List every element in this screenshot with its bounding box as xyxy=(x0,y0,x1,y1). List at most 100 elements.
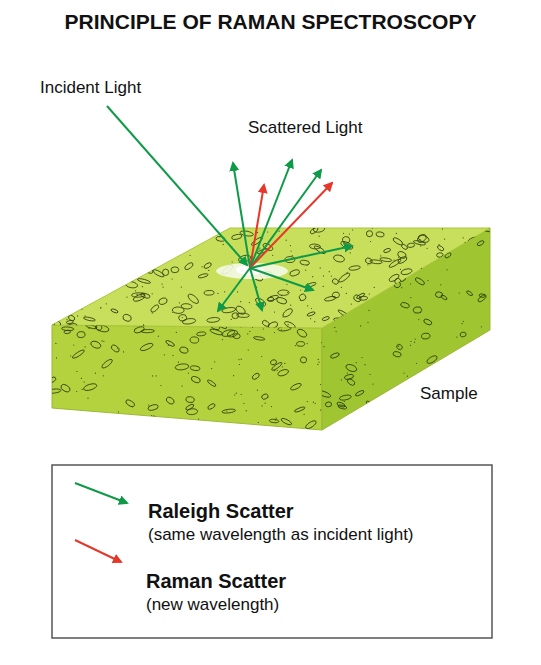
texture-dot xyxy=(142,286,143,287)
legend-text: Raman Scatter xyxy=(146,570,476,593)
texture-ellipse xyxy=(300,356,307,363)
texture-dot xyxy=(95,373,96,374)
texture-dot xyxy=(439,265,440,266)
texture-ellipse xyxy=(397,306,407,313)
legend xyxy=(52,465,492,638)
texture-dot xyxy=(183,244,184,245)
texture-ellipse xyxy=(61,327,73,331)
texture-ellipse xyxy=(207,317,220,323)
legend-box xyxy=(52,465,492,638)
texture-dot xyxy=(152,375,153,376)
texture-dot xyxy=(345,317,346,318)
texture-dot xyxy=(478,419,479,420)
texture-ellipse xyxy=(197,332,206,336)
texture-ellipse xyxy=(139,342,153,352)
texture-ellipse xyxy=(58,256,68,265)
texture-dot xyxy=(143,324,144,325)
texture-dot xyxy=(336,331,337,332)
texture-dot xyxy=(103,341,104,342)
texture-dot xyxy=(226,411,227,412)
texture-dot xyxy=(179,302,180,303)
texture-ellipse xyxy=(317,389,332,398)
texture-dot xyxy=(103,375,104,376)
texture-ellipse xyxy=(413,306,422,314)
texture-dot xyxy=(274,312,275,313)
texture-ellipse xyxy=(296,328,308,339)
texture-ellipse xyxy=(187,293,200,306)
texture-ellipse xyxy=(282,307,294,318)
texture-dot xyxy=(232,261,233,262)
texture-dot xyxy=(202,266,203,267)
texture-ellipse xyxy=(111,308,119,313)
texture-dot xyxy=(123,351,124,352)
texture-ellipse xyxy=(485,301,494,308)
texture-dot xyxy=(427,248,428,249)
texture-dot xyxy=(330,427,331,428)
texture-dot xyxy=(397,406,398,407)
texture-ellipse xyxy=(266,294,278,302)
texture-ellipse xyxy=(378,311,388,319)
texture-ellipse xyxy=(421,333,430,340)
texture-ellipse xyxy=(101,358,114,369)
texture-ellipse xyxy=(319,229,327,235)
texture-dot xyxy=(188,373,189,374)
texture-dot xyxy=(300,289,301,290)
texture-dot xyxy=(351,304,352,305)
texture-dot xyxy=(281,295,282,296)
texture-ellipse xyxy=(222,423,233,430)
texture-dot xyxy=(311,308,312,309)
texture-ellipse xyxy=(91,238,99,244)
texture-ellipse xyxy=(444,252,452,259)
texture-dot xyxy=(420,245,421,246)
texture-ellipse xyxy=(165,339,175,347)
texture-dot xyxy=(144,420,145,421)
texture-ellipse xyxy=(481,226,494,233)
texture-dot xyxy=(403,372,404,373)
texture-dot xyxy=(486,382,487,383)
texture-dot xyxy=(385,417,386,418)
texture-dot xyxy=(462,323,463,324)
texture-dot xyxy=(440,284,441,285)
texture-ellipse xyxy=(333,254,345,263)
texture-dot xyxy=(78,292,79,293)
texture-dot xyxy=(343,233,344,234)
texture-ellipse xyxy=(278,325,292,331)
texture-dot xyxy=(471,290,472,291)
texture-dot xyxy=(265,403,266,404)
texture-ellipse xyxy=(217,321,228,330)
texture-dot xyxy=(258,422,259,423)
texture-dot xyxy=(156,236,157,237)
texture-ellipse xyxy=(156,238,168,244)
texture-dot xyxy=(271,406,272,407)
texture-dot xyxy=(237,291,238,292)
texture-dot xyxy=(396,233,397,234)
texture-dot xyxy=(459,292,460,293)
texture-dot xyxy=(367,405,368,406)
texture-ellipse xyxy=(388,258,402,269)
texture-dot xyxy=(488,306,489,307)
texture-dot xyxy=(290,245,291,246)
texture-dot xyxy=(292,255,293,256)
texture-dot xyxy=(421,268,422,269)
texture-ellipse xyxy=(309,226,319,234)
texture-dot xyxy=(452,312,453,313)
texture-ellipse xyxy=(261,393,269,400)
texture-dot xyxy=(465,242,466,243)
texture-ellipse xyxy=(131,259,145,267)
texture-dot xyxy=(68,305,69,306)
texture-dot xyxy=(279,231,280,232)
texture-dot xyxy=(485,352,486,353)
texture-ellipse xyxy=(253,336,265,341)
texture-ellipse xyxy=(67,240,81,248)
texture-dot xyxy=(236,393,237,394)
texture-dot xyxy=(394,260,395,261)
texture-ellipse xyxy=(380,257,392,262)
texture-dot xyxy=(421,373,422,374)
texture-dot xyxy=(208,270,209,271)
texture-ellipse xyxy=(477,294,487,303)
texture-dot xyxy=(283,316,284,317)
texture-dot xyxy=(282,366,283,367)
texture-ellipse xyxy=(313,226,325,233)
texture-dot xyxy=(404,407,405,408)
texture-dot xyxy=(443,260,444,261)
